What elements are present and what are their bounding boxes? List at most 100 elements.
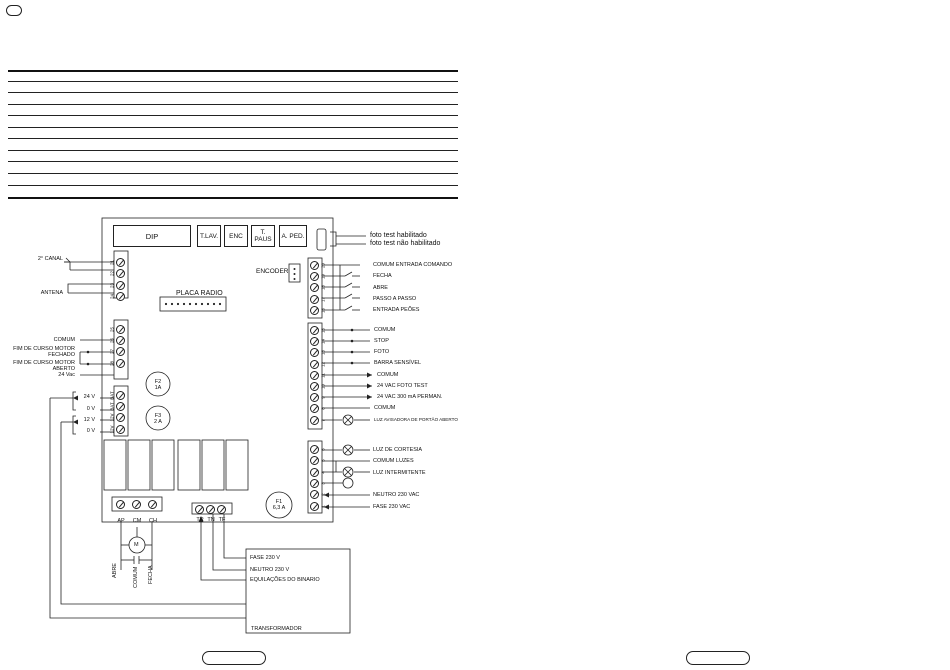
screw-terminal[interactable] (116, 291, 125, 301)
screw-terminal[interactable] (116, 325, 125, 334)
screw-terminal[interactable] (310, 445, 319, 454)
radio-pin (182, 302, 186, 306)
block-terminal[interactable] (206, 505, 215, 514)
screw-terminal[interactable] (310, 467, 319, 477)
screw-terminal[interactable] (310, 294, 319, 304)
block-terminal-label: CH (149, 518, 157, 524)
dip-switch[interactable]: DIP (113, 225, 191, 247)
terminal-number: 9 (320, 396, 326, 399)
terminal-number: 24 (109, 293, 115, 299)
comum-left-label: COMUM (53, 337, 75, 343)
screw-terminal[interactable] (310, 326, 319, 335)
screw-terminal[interactable] (310, 359, 319, 369)
screw-terminal[interactable] (310, 490, 319, 500)
terminal-number: 26 (109, 338, 115, 344)
transformer-equil-label: EQUILAÇÕES DO BINARIO (250, 577, 320, 583)
terminal-number: 14 (320, 339, 326, 345)
terminal-label: COMUM LUZES (373, 458, 414, 465)
table-rule (8, 127, 458, 128)
block-terminal[interactable] (132, 500, 141, 509)
screw-terminal[interactable] (310, 415, 319, 425)
terminal-label: FASE 230 VAC (373, 503, 411, 510)
page-number-left (202, 651, 266, 665)
terminal-number: 12V (109, 413, 115, 422)
enc-button[interactable]: ENC (224, 225, 248, 247)
screw-terminal[interactable] (116, 391, 125, 400)
screw-terminal[interactable] (116, 347, 125, 357)
fuse-f3-label: F3 2 A (154, 413, 162, 425)
terminal-number: 12 (320, 361, 326, 367)
terminal-number: 5 (320, 459, 326, 463)
radio-pin (200, 302, 204, 306)
table-rule (8, 138, 458, 139)
terminal-label: BARRA SENSÍVEL (374, 360, 422, 367)
screw-terminal[interactable] (310, 348, 319, 358)
screw-terminal[interactable] (116, 402, 125, 412)
terminal-label: ENTRADA PEÕES (373, 307, 420, 314)
radio-pin (206, 302, 210, 306)
terminal-label: COMUM (377, 372, 399, 378)
screw-terminal[interactable] (310, 456, 319, 466)
screw-terminal[interactable] (116, 413, 125, 423)
terminal-number: 10 (320, 384, 326, 390)
terminal-number: 17 (320, 296, 326, 302)
terminal-number: 3 (320, 482, 326, 485)
fuse-f1-label: F1 6,3 A (272, 499, 286, 511)
v0b-label: 0 V (86, 428, 95, 434)
terminal-number: 23 (109, 282, 115, 288)
screw-terminal[interactable] (116, 424, 125, 434)
screw-terminal[interactable] (310, 501, 319, 511)
terminal-number: BAT (109, 402, 115, 411)
terminal-number: 22 (109, 271, 115, 277)
terminal-label: ABRE (373, 284, 388, 291)
terminal-number: 15 (320, 328, 326, 334)
terminal-number: 1 (320, 504, 326, 508)
encoder-label: ENCODER (256, 268, 289, 275)
screw-terminal[interactable] (310, 404, 319, 414)
aped-button[interactable]: A. PED. (279, 225, 307, 247)
screw-terminal[interactable] (310, 261, 319, 270)
screw-terminal[interactable] (310, 370, 319, 380)
terminal-number: 7 (320, 418, 326, 422)
fim-fechado-label: FIM DE CURSO MOTOR FECHADO (13, 346, 75, 358)
tpaus-button[interactable]: T. PAUS (251, 225, 275, 247)
terminal-label: LUZ AVISADORA DE PORTÃO ABERTO (374, 417, 458, 422)
foto-test-disabled-label: foto test não habilitado (370, 240, 441, 247)
radio-pin (164, 302, 168, 306)
screw-terminal[interactable] (310, 272, 319, 282)
control-board (101, 217, 334, 523)
antena-label: ANTENA (40, 290, 63, 296)
terminal-label: FECHA (373, 273, 392, 280)
block-terminal[interactable] (116, 500, 125, 509)
v24ac-label: 24 Vac (58, 372, 75, 378)
fuse-f2-label: F2 1A (154, 379, 162, 391)
block-terminal[interactable] (217, 505, 226, 514)
block-terminal[interactable] (148, 500, 157, 509)
screw-terminal[interactable] (310, 305, 319, 315)
foto-test-enabled-label: foto test habilitado (370, 232, 427, 239)
placa-radio-label: PLACA RADIO (176, 290, 223, 297)
table-rule (8, 92, 458, 93)
transformer-fase-label: FASE 230 V (250, 555, 280, 561)
segundo-canal-label: 2° CANAL (37, 256, 63, 262)
table-rule (8, 173, 458, 174)
screw-terminal[interactable] (116, 269, 125, 279)
screw-terminal[interactable] (116, 358, 125, 368)
screw-terminal[interactable] (310, 382, 319, 391)
placa-radio-connector (159, 296, 227, 312)
tlav-button[interactable]: T.LAV. (197, 225, 221, 247)
screw-terminal[interactable] (310, 337, 319, 347)
screw-terminal[interactable] (310, 283, 319, 293)
block-terminal[interactable] (195, 505, 204, 514)
screw-terminal[interactable] (310, 393, 319, 403)
block-terminal-label: TF (218, 517, 226, 523)
screw-terminal[interactable] (310, 478, 319, 488)
radio-pin (188, 302, 192, 306)
terminal-number: 25 (109, 327, 115, 333)
screw-terminal[interactable] (116, 280, 125, 290)
screw-terminal[interactable] (116, 336, 125, 346)
terminal-label: 24 VAC FOTO TEST (377, 383, 428, 390)
screw-terminal[interactable] (116, 258, 125, 267)
language-badge (6, 5, 22, 16)
